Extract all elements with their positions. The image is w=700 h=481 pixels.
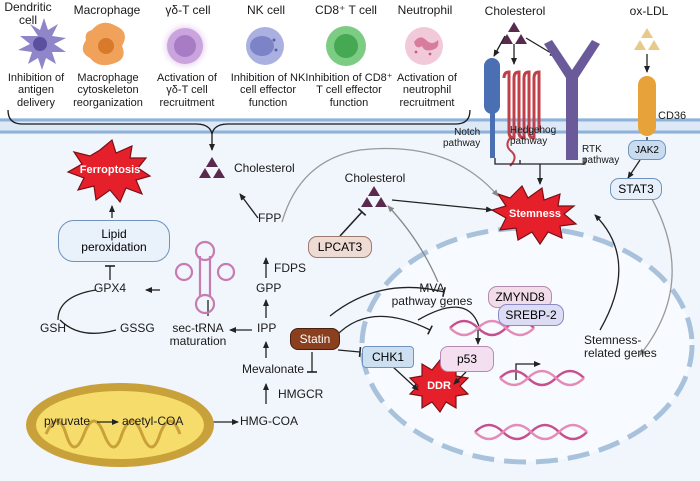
effect-neutrophil: Activation of neutrophil recruitment (397, 72, 457, 109)
gssg-label: GSSG (120, 321, 155, 335)
ox-ldl-icon (634, 28, 660, 50)
statin-box: Statin (290, 328, 340, 350)
gpp-label: GPP (256, 281, 282, 295)
rtk-label: RTK pathway (582, 144, 620, 167)
cholesterol-mid-icon (361, 186, 387, 207)
sec-trna-icon (174, 240, 236, 315)
cell-name-gdt: γδ-T cell (165, 3, 211, 17)
srebp2-box: SREBP-2 (498, 304, 564, 326)
sec-trna-label: sec-tRNA maturation (169, 321, 227, 349)
cell-name-nk: NK cell (246, 3, 286, 17)
gsh-label: GSH (40, 321, 67, 335)
hedgehog-receptor-icon (502, 70, 541, 140)
hmgcr-label: HMGCR (278, 387, 324, 401)
effect-cd8: Inhibition of CD8⁺ T cell effector funct… (305, 72, 393, 109)
effect-dendritic: Inhibition of antigen delivery (7, 72, 65, 109)
neutrophil-icon (405, 27, 443, 65)
fdps-label: FDPS (274, 261, 307, 275)
lipid-peroxidation-box: Lipid peroxidation (58, 220, 170, 262)
pyruvate-label: pyruvate (44, 414, 91, 428)
cholesterol-mid-label: Cholesterol (344, 171, 406, 185)
mevalonate-label: Mevalonate (242, 362, 305, 376)
cell-membrane (0, 118, 700, 134)
macrophage-icon (82, 22, 125, 66)
rtk-receptor-icon (544, 40, 600, 160)
ox-ldl-label: ox-LDL (629, 4, 669, 18)
lpcat3-box: LPCAT3 (308, 236, 372, 258)
cholesterol-left-label: Cholesterol (234, 161, 295, 175)
ferroptosis-burst (66, 138, 152, 204)
ferroptosis-label: Ferroptosis (79, 164, 141, 176)
cholesterol-top-icon (501, 22, 527, 44)
cholesterol-top-label: Cholesterol (484, 4, 546, 18)
nk-cell-icon (246, 27, 284, 65)
cell-name-neutrophil: Neutrophil (397, 3, 453, 17)
cell-name-dendritic: Dendritic cell (4, 0, 52, 28)
stemness-burst (490, 184, 578, 246)
notch-label: Notch pathway (443, 127, 481, 150)
mitochondrion-icon (26, 383, 214, 467)
cd36-label: CD36 (658, 110, 687, 122)
cd36-receptor-icon (638, 76, 656, 136)
hmg-coa-label: HMG-COA (240, 414, 298, 428)
p53-box: p53 (440, 346, 494, 372)
zmynd8-box: ZMYND8 (488, 286, 552, 308)
jak2-box: JAK2 (628, 140, 666, 160)
stemness-label: Stemness (509, 208, 561, 220)
effect-gdt: Activation of γδ-T cell recruitment (157, 72, 217, 109)
gdt-cell-icon (159, 20, 211, 72)
stat3-box: STAT3 (610, 178, 662, 200)
chk1-box: CHK1 (362, 346, 414, 368)
dna-stemness-icon (499, 369, 585, 387)
acetyl-coa-label: acetyl-COA (122, 414, 184, 428)
gpx4-label: GPX4 (94, 281, 127, 295)
cholesterol-left-icon (199, 157, 225, 178)
notch-receptor-icon (484, 58, 500, 158)
dna-ddr-icon (474, 423, 588, 441)
mva-genes-label: MVA pathway genes (391, 281, 473, 309)
cell-name-macrophage: Macrophage (73, 3, 141, 17)
cd8-cell-icon (326, 26, 366, 66)
stemness-genes-label: Stemness- related genes (584, 333, 657, 361)
effect-macrophage: Macrophage cytoskeleton reorganization (73, 72, 143, 109)
hedgehog-label: Hedgehog pathway (510, 125, 557, 148)
ipp-label: IPP (257, 321, 277, 335)
dendritic-cell-icon (18, 18, 66, 70)
fpp-label: FPP (258, 211, 282, 225)
ddr-label: DDR (427, 380, 451, 392)
effect-nk: Inhibition of NK cell effector function (230, 72, 306, 109)
cell-name-cd8: CD8⁺ T cell (315, 3, 377, 17)
